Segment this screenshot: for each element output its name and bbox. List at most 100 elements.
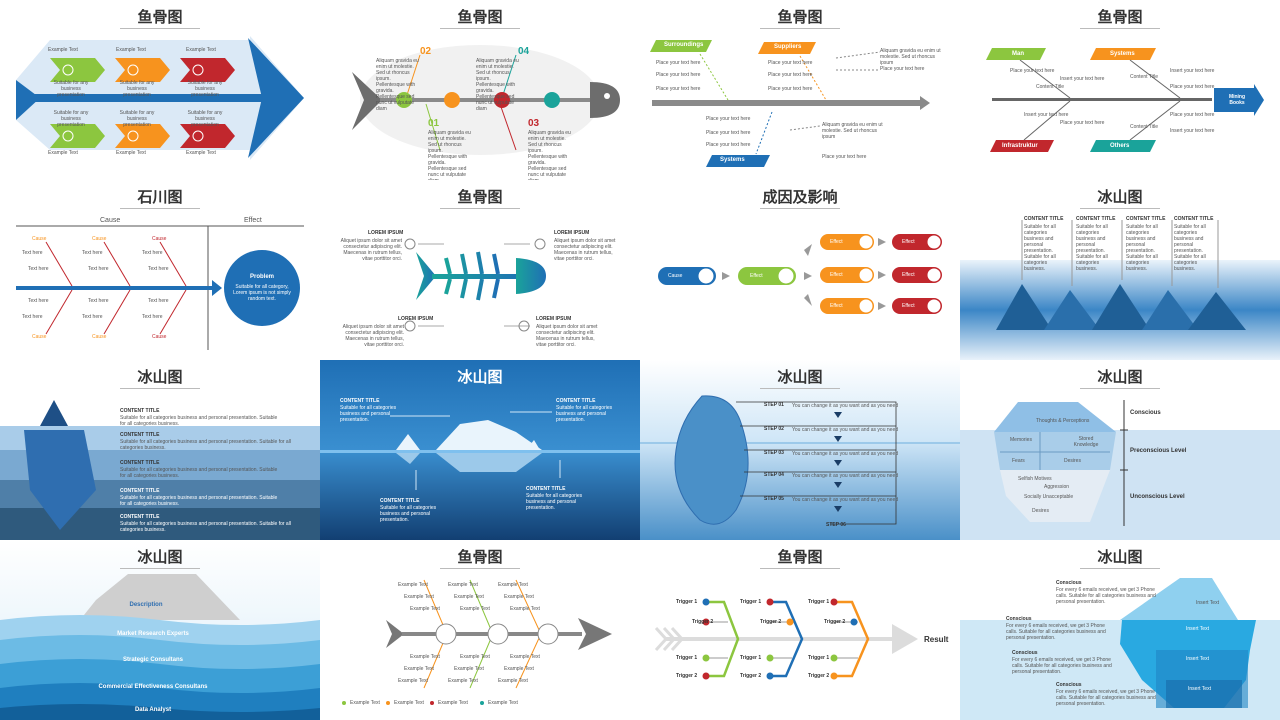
thumb-iceberg-steps[interactable]: 冰山图 STEP 01 You can change it as you wan…	[640, 360, 960, 540]
lorem-heading: LOREM IPSUM	[398, 316, 434, 322]
step-desc: You can change it as you want and as you…	[792, 451, 899, 457]
title-underline	[120, 568, 200, 569]
iceberg-roles-graphic	[0, 540, 320, 720]
placeholder-text: Place your text here	[656, 72, 701, 78]
spine-arrow-graphic	[650, 40, 930, 167]
text-here: Text here	[148, 266, 169, 272]
placeholder-text: Place your text here	[706, 116, 751, 122]
thumb-fishbone-4[interactable]: 鱼骨图 Man Systems Infrastruktur Others Min…	[960, 0, 1280, 180]
step-label: STEP 03	[764, 450, 784, 456]
thumb-cause-effect[interactable]: 成因及影响 Cause Effe	[640, 180, 960, 360]
thumb-title: 鱼骨图	[1097, 8, 1143, 26]
title-underline	[760, 208, 840, 209]
example-text: Example Text	[504, 666, 534, 672]
suitable-text: Suitable for any business presentation	[119, 110, 155, 128]
thumb-iceberg-roles[interactable]: 冰山图 Description Market Research Experts …	[0, 540, 320, 720]
trigger-label: Trigger 1	[808, 599, 830, 605]
effect-label: Effect	[902, 272, 915, 278]
content-title: CONTENT TITLE	[120, 514, 160, 520]
insert-text: Insert your text here	[1024, 112, 1069, 118]
cause-heading: Cause	[100, 217, 121, 224]
legend-text: Example Text	[438, 700, 468, 706]
suitable-text: Suitable for any business presentation	[187, 110, 223, 128]
thumb-fishbone-1[interactable]: 鱼骨图 Example Text Example Text Example Te…	[0, 0, 320, 180]
trigger-label: Trigger 2	[676, 673, 698, 679]
thumb-iceberg-peaks[interactable]: 冰山图 CONTENT TITLE Suitable for all categ…	[960, 180, 1280, 360]
body-text: For every 6 emails received, we get 3 Ph…	[1056, 587, 1156, 605]
example-text: Example Text	[116, 47, 146, 53]
title-underline	[760, 568, 840, 569]
body-text: Suitable for all categories business and…	[120, 521, 291, 533]
effect-label: Effect	[902, 303, 915, 309]
conscious-label: Conscious	[1012, 650, 1038, 656]
content-title: CONTENT TITLE	[120, 488, 160, 494]
example-text: Example Text	[404, 666, 434, 672]
thumb-iceberg-layers[interactable]: 冰山图 CONTENT TITLE Suitable for all categ…	[0, 360, 320, 540]
placeholder-text: Place your text here	[656, 60, 701, 66]
body-text: Aliquam gravida eu enim ut molestie. Sed…	[528, 130, 571, 180]
thumb-title: 冰山图	[1097, 548, 1143, 566]
thumb-title: 冰山图	[1097, 188, 1143, 206]
thumb-title: 成因及影响	[762, 188, 838, 206]
cause-label: Cause	[32, 236, 47, 242]
thumb-fishbone-skeleton[interactable]: 鱼骨图 LOREM IPSUM Aliquet ipsum dolor sit …	[320, 180, 640, 360]
title-underline	[760, 28, 840, 29]
mind-cell: Desires	[1064, 458, 1081, 464]
placeholder-text: Place your text here	[768, 86, 813, 92]
body-text: For every 6 emails received, we get 3 Ph…	[1012, 657, 1112, 675]
fish-timeline-graphic	[352, 45, 620, 155]
fishbone-dots-graphic	[342, 579, 612, 705]
text-here: Text here	[88, 298, 109, 304]
placeholder-text: Place your text here	[706, 130, 751, 136]
thumb-iceberg-mind[interactable]: 冰山图 Conscious Preconscious Level Unconsc…	[960, 360, 1280, 540]
thumb-ishikawa[interactable]: 石川图 Cause Effect Cause Cause Cause Cause…	[0, 180, 320, 360]
thumb-fishbone-2[interactable]: 鱼骨图 02 04 01 03 Aliquam gravida eu enim …	[320, 0, 640, 180]
thumb-fishbone-triggers[interactable]: 鱼骨图 Trigger 1	[640, 540, 960, 720]
lorem-heading: LOREM IPSUM	[554, 230, 590, 236]
example-text: Example Text	[504, 594, 534, 600]
thumb-fishbone-3[interactable]: 鱼骨图 Surroundings Suppliers Systems Place…	[640, 0, 960, 180]
body-text: Suitable for all categories business and…	[340, 405, 397, 423]
level-label: Conscious	[1130, 410, 1161, 416]
example-text: Example Text	[510, 606, 540, 612]
content-title: CONTENT TITLE	[1024, 216, 1064, 222]
head-label: Mining Books	[1228, 94, 1246, 106]
content-title: CONTENT TITLE	[1174, 216, 1214, 222]
category-label: Infrastruktur	[1002, 143, 1038, 149]
mind-cell: Socially Unacceptable	[1024, 494, 1074, 500]
step-label: STEP 06	[826, 522, 846, 528]
effect-label: Effect	[830, 272, 843, 278]
placeholder-text: Place your text here	[768, 72, 813, 78]
thumb-title: 石川图	[137, 188, 183, 206]
thumb-title: 冰山图	[777, 368, 823, 386]
trigger-label: Trigger 2	[760, 619, 782, 625]
content-title: Content Title	[1130, 74, 1159, 80]
step-desc: You can change it as you want and as you…	[792, 473, 899, 479]
thumb-fishbone-dots[interactable]: 鱼骨图 Example Text Example Text Example Te…	[320, 540, 640, 720]
effect-label: Effect	[830, 303, 843, 309]
body-text: Aliquet ipsum dolor sit amet consectetur…	[554, 238, 616, 262]
body-text: For every 6 emails received, we get 3 Ph…	[1056, 689, 1156, 707]
text-here: Text here	[142, 250, 163, 256]
placeholder-text: Place your text here	[1010, 68, 1055, 74]
fish-skeleton-graphic	[404, 238, 546, 332]
example-text: Example Text	[510, 654, 540, 660]
example-text: Example Text	[398, 582, 428, 588]
title-underline	[1080, 388, 1160, 389]
placeholder-text: Place your text here	[1170, 112, 1215, 118]
mind-cell: Fears	[1012, 458, 1025, 464]
category-label: Systems	[720, 157, 745, 163]
thumb-iceberg-ratio[interactable]: 冰山图 Conscious For every 6 emails receive…	[960, 540, 1280, 720]
title-underline	[760, 388, 840, 389]
result-label: Result	[924, 635, 949, 644]
body-text: Suitable for all categories business and…	[1024, 224, 1056, 272]
cause-label: Cause	[152, 236, 167, 242]
thumb-iceberg-dark[interactable]: 冰山图 CONTENT TITLE Suitable for all categ…	[320, 360, 640, 540]
mind-cell: Memories	[1010, 437, 1032, 443]
effect-label: Effect	[902, 239, 915, 245]
role-label: Strategic Consultans	[122, 657, 183, 663]
placeholder-text: Place your text here	[768, 60, 813, 66]
body-text: Aliquam gravida eu enim ut molestie. Sed…	[880, 48, 941, 66]
trigger-label: Trigger 1	[676, 599, 698, 605]
title-underline	[1080, 28, 1160, 29]
